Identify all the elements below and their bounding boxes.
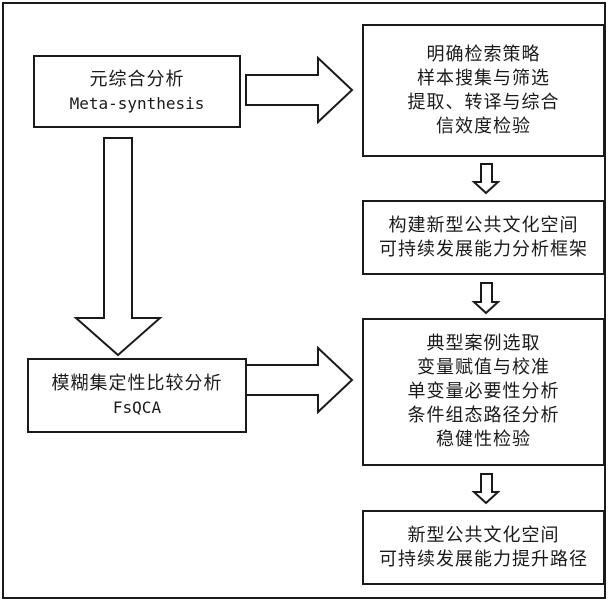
step3-line-5: 稳健性检验 <box>436 429 531 450</box>
arrow-step1-to-step2 <box>471 163 501 195</box>
step4-line-2: 可持续发展能力提升路径 <box>379 548 588 570</box>
step1-box: 明确检索策略 样本搜集与筛选 提取、转译与综合 信效度检验 <box>362 24 605 157</box>
step2-box: 构建新型公共文化空间 可持续发展能力分析框架 <box>362 200 605 275</box>
step4-box: 新型公共文化空间 可持续发展能力提升路径 <box>362 510 605 585</box>
step3-line-3: 单变量必要性分析 <box>407 381 560 402</box>
fsqca-subtitle: FsQCA <box>112 397 162 417</box>
step3-line-4: 条件组态路径分析 <box>407 405 560 426</box>
step2-line-2: 可持续发展能力分析框架 <box>379 238 588 260</box>
diagram-frame <box>2 2 606 599</box>
step2-line-1: 构建新型公共文化空间 <box>388 214 579 236</box>
step1-line-1: 明确检索策略 <box>426 43 541 65</box>
arrow-meta-to-fsqca <box>73 137 163 357</box>
arrow-meta-to-step1 <box>245 55 354 125</box>
arrow-step2-to-step3 <box>471 282 501 315</box>
step3-line-2: 变量赋值与校准 <box>417 357 550 378</box>
step3-box: 典型案例选取 变量赋值与校准 单变量必要性分析 条件组态路径分析 稳健性检验 <box>362 318 605 466</box>
fsqca-box: 模糊集定性比较分析 FsQCA <box>27 358 247 433</box>
meta-synthesis-title: 元综合分析 <box>89 68 185 90</box>
fsqca-title: 模糊集定性比较分析 <box>51 372 223 394</box>
step1-line-3: 提取、转译与综合 <box>407 91 560 113</box>
step3-line-1: 典型案例选取 <box>426 333 541 354</box>
arrow-fsqca-to-step3 <box>245 345 354 415</box>
arrow-step3-to-step4 <box>471 473 501 505</box>
step1-line-2: 样本搜集与筛选 <box>417 67 550 89</box>
meta-synthesis-subtitle: Meta-synthesis <box>69 93 205 113</box>
step4-line-1: 新型公共文化空间 <box>407 524 560 546</box>
meta-synthesis-box: 元综合分析 Meta-synthesis <box>33 55 241 128</box>
step1-line-4: 信效度检验 <box>436 115 531 137</box>
